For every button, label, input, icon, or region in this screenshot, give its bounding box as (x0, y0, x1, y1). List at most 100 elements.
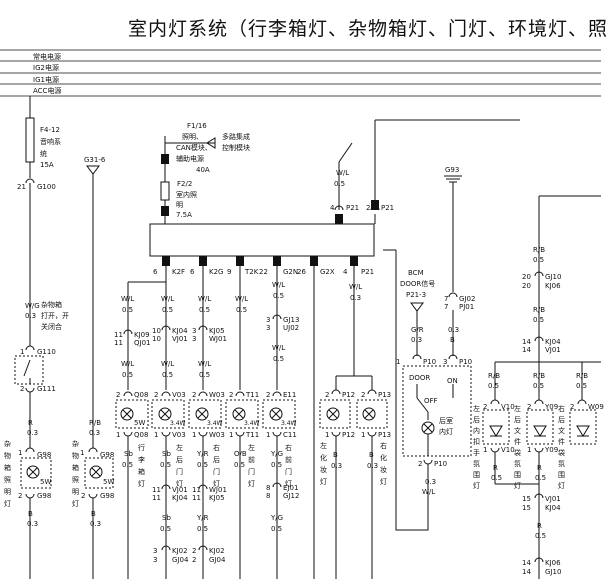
svg-text:6: 6 (153, 268, 158, 276)
svg-text:G93: G93 (445, 166, 459, 174)
svg-text:化: 化 (320, 453, 327, 462)
svg-text:3.4W: 3.4W (244, 420, 260, 427)
svg-text:左: 左 (176, 443, 183, 452)
svg-text:灯: 灯 (320, 477, 327, 486)
svg-text:14: 14 (522, 346, 531, 354)
svg-text:灯: 灯 (72, 499, 79, 508)
svg-text:P10: P10 (423, 358, 436, 366)
svg-text:0.5: 0.5 (199, 306, 210, 314)
svg-text:B: B (91, 510, 96, 518)
svg-text:灯: 灯 (4, 499, 11, 508)
svg-text:灯: 灯 (176, 479, 183, 488)
svg-text:右: 右 (558, 404, 565, 413)
svg-text:3: 3 (266, 316, 270, 324)
svg-text:W/L: W/L (336, 169, 349, 177)
svg-text:门: 门 (176, 467, 183, 476)
svg-text:2: 2 (229, 391, 233, 399)
switch-label-2: 打开，开 (41, 311, 69, 320)
svg-text:11: 11 (192, 494, 201, 502)
svg-text:灯: 灯 (473, 481, 480, 490)
svg-text:KJ04: KJ04 (172, 494, 188, 502)
conn-g100: G100 (37, 183, 56, 191)
fuse-chain: 多路集成 控制模块 F1/16 照明、 CAN模块、 辅助电源 40A F2/2… (160, 122, 250, 224)
glovebox-switch-branch: W/G 0.3 杂物箱 打开，开 关闭合 G110 1 G111 2 R 0.3… (4, 292, 69, 579)
svg-text:灯: 灯 (248, 479, 255, 488)
svg-text:10: 10 (152, 335, 161, 343)
vanity-lamps: 2 P12 1 P12 B 0.3 左 化 妆 灯 2 P13 1 P13 B … (319, 375, 391, 579)
svg-text:物: 物 (4, 451, 11, 460)
box-wires: W/L 0.5 W/L 0.5 W/L 0.5 W/L 0.5 W/L 0.5 … (114, 266, 362, 579)
svg-text:0.5: 0.5 (122, 371, 133, 379)
svg-text:P21: P21 (361, 268, 374, 276)
svg-text:W/L: W/L (161, 295, 174, 303)
svg-text:后: 后 (213, 455, 220, 464)
bus-label-ig1: IG1电源 (33, 75, 59, 84)
svg-text:K2F: K2F (172, 268, 185, 276)
svg-text:DOOR: DOOR (409, 374, 430, 382)
svg-text:右: 右 (213, 443, 220, 452)
svg-text:P13: P13 (378, 431, 391, 439)
svg-text:2: 2 (527, 403, 531, 411)
svg-text:11: 11 (192, 486, 201, 494)
svg-text:箱: 箱 (138, 467, 145, 476)
svg-text:0.5: 0.5 (491, 474, 502, 482)
svg-text:V10: V10 (501, 403, 515, 411)
svg-text:P21: P21 (381, 204, 394, 212)
trunk-lamp-icon (89, 465, 103, 479)
svg-text:3: 3 (443, 358, 447, 366)
svg-text:件: 件 (558, 437, 565, 446)
svg-text:1: 1 (266, 431, 270, 439)
svg-text:7: 7 (444, 303, 448, 311)
svg-text:R: R (537, 464, 542, 472)
svg-text:1: 1 (80, 449, 84, 457)
fuse-f4-12-desc-1: 音响系 (40, 137, 61, 146)
svg-text:7.5A: 7.5A (176, 211, 192, 219)
svg-text:左: 左 (248, 443, 255, 452)
svg-text:KJ04: KJ04 (545, 338, 561, 346)
svg-text:0.3: 0.3 (27, 520, 38, 528)
svg-text:KJ09: KJ09 (134, 331, 150, 339)
svg-text:B: B (333, 451, 338, 459)
svg-text:5W: 5W (103, 478, 114, 486)
svg-text:W03: W03 (209, 431, 225, 439)
svg-text:P21-3: P21-3 (406, 291, 426, 299)
svg-text:左: 左 (514, 404, 521, 413)
glovebox-lamp-branch: G31-6 R/B 0.3 1 G98 5W 杂 物 箱 照 明 灯 2 G98… (72, 156, 114, 579)
svg-text:0.3: 0.3 (89, 429, 100, 437)
svg-text:5W: 5W (134, 419, 145, 427)
svg-text:右: 右 (380, 441, 387, 450)
door-lamp-row: 2 Q08 5W 1 Q08 Sb 0.5 行 李 箱 灯 2 V03 3.4W… (115, 391, 297, 579)
svg-text:妆: 妆 (320, 465, 327, 474)
svg-text:UJ02: UJ02 (283, 324, 299, 332)
lr-door-lamp-icon (158, 407, 172, 421)
svg-text:F1/16: F1/16 (187, 122, 207, 130)
svg-text:BCM: BCM (408, 269, 424, 277)
svg-text:0.3: 0.3 (331, 462, 342, 470)
svg-text:B: B (450, 336, 455, 344)
svg-text:W/L: W/L (349, 283, 362, 291)
dome-lamp-section: BCM DOOR信号 P21-3 G/R 0.3 1 P10 G93 7 GJ0… (383, 166, 475, 531)
svg-text:14: 14 (522, 559, 531, 567)
svg-text:R: R (493, 464, 498, 472)
svg-text:Y/G: Y/G (270, 514, 283, 522)
svg-text:15: 15 (522, 504, 531, 512)
svg-text:灯: 灯 (514, 481, 521, 490)
svg-text:8: 8 (266, 484, 270, 492)
svg-text:GJ10: GJ10 (545, 568, 561, 576)
svg-text:W09: W09 (588, 403, 604, 411)
svg-text:G98: G98 (37, 451, 51, 459)
svg-text:T11: T11 (245, 431, 259, 439)
svg-text:Sb: Sb (162, 514, 171, 522)
svg-text:T11: T11 (245, 391, 259, 399)
svg-text:灯: 灯 (138, 479, 145, 488)
svg-text:V10: V10 (501, 446, 515, 454)
svg-text:KJ02: KJ02 (209, 547, 225, 555)
svg-text:0.5: 0.5 (535, 532, 546, 540)
svg-text:2: 2 (192, 547, 196, 555)
svg-text:W/L: W/L (121, 295, 134, 303)
svg-text:WJ01: WJ01 (209, 486, 227, 494)
svg-text:门: 门 (285, 467, 292, 476)
svg-text:KJ06: KJ06 (545, 559, 561, 567)
svg-text:F2/2: F2/2 (177, 180, 192, 188)
svg-text:0.5: 0.5 (162, 371, 173, 379)
